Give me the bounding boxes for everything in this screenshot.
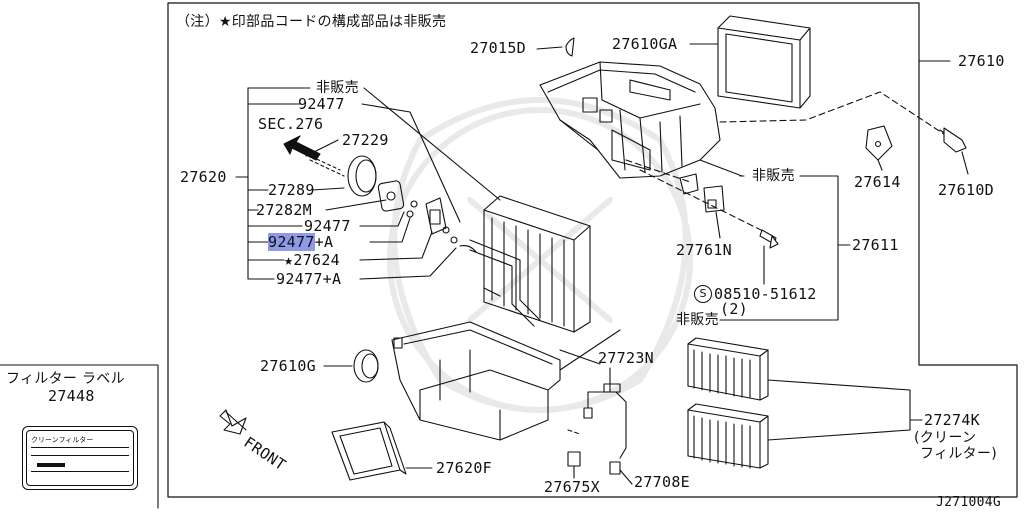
label-27620f: 27620F bbox=[436, 459, 492, 477]
label-27289: 27289 bbox=[268, 181, 315, 199]
bracket-27620 bbox=[235, 87, 311, 280]
card-rule-2 bbox=[31, 455, 129, 456]
filter-label-frame bbox=[0, 364, 159, 509]
frame-border bbox=[167, 2, 1018, 498]
label-27229: 27229 bbox=[342, 131, 389, 149]
label-92477-b: 92477 bbox=[304, 217, 351, 235]
highlight-92477[interactable]: 92477 bbox=[268, 233, 315, 251]
label-27723n: 27723N bbox=[598, 349, 654, 367]
bracket-27614 bbox=[865, 125, 893, 161]
clip-27675x bbox=[567, 451, 581, 467]
label-27610g: 27610G bbox=[260, 357, 316, 375]
note-text: （注）★印部品コードの構成部品は非販売 bbox=[176, 14, 447, 30]
leader-dashed-27610d bbox=[719, 91, 951, 139]
label-27611: 27611 bbox=[852, 236, 899, 254]
diagram-id: J271004G bbox=[936, 495, 1002, 510]
label-27708e: 27708E bbox=[634, 473, 690, 491]
label-08510-51612: 08510-51612 bbox=[714, 285, 817, 303]
label-sec276: SEC.276 bbox=[258, 115, 324, 133]
frame-27620f bbox=[331, 421, 407, 481]
clip-27015d bbox=[565, 37, 575, 57]
label-not-for-sale-1: 非販売 bbox=[316, 80, 359, 96]
label-27610: 27610 bbox=[958, 52, 1005, 70]
screw-08510 bbox=[759, 229, 779, 249]
expansion-parts bbox=[347, 155, 458, 244]
bolt-s-symbol: S bbox=[694, 285, 712, 303]
bolt-27610d bbox=[939, 127, 967, 153]
plug-27610g bbox=[353, 349, 379, 383]
label-27624: ★27624 bbox=[284, 251, 340, 269]
filter-27274k-lower bbox=[687, 403, 769, 469]
label-92477-a: 92477 bbox=[298, 95, 345, 113]
filter-label-part-number: 27448 bbox=[48, 387, 95, 405]
label-92477a-highlighted[interactable]: 92477+A bbox=[268, 233, 334, 251]
label-bolt-qty: (2) bbox=[720, 300, 748, 318]
label-27274k: 27274K bbox=[924, 411, 980, 429]
label-not-for-sale-2: 非販売 bbox=[752, 168, 795, 184]
label-27015d: 27015D bbox=[470, 39, 526, 57]
upper-case bbox=[539, 61, 721, 179]
filter-label-card: クリーンフィルター bbox=[22, 426, 138, 490]
card-rule-3 bbox=[31, 471, 129, 472]
label-27274k-note2: フィルター) bbox=[920, 446, 997, 462]
card-rule-1 bbox=[31, 447, 129, 448]
lower-case bbox=[391, 321, 561, 441]
label-27614: 27614 bbox=[854, 173, 901, 191]
front-arrow bbox=[219, 409, 247, 435]
label-not-for-sale-3: 非販売 bbox=[676, 312, 719, 328]
frame-27610ga bbox=[717, 15, 811, 109]
sensor-27723n bbox=[583, 367, 627, 459]
watermark bbox=[387, 97, 693, 413]
label-27761n: 27761N bbox=[676, 241, 732, 259]
filter-label-title: フィルター ラベル bbox=[6, 371, 125, 387]
sec276-arrow bbox=[283, 135, 321, 161]
label-27610d: 27610D bbox=[938, 181, 994, 199]
label-92477a: 92477+A bbox=[276, 270, 342, 288]
label-92477a-suffix: +A bbox=[314, 233, 334, 251]
label-27282m: 27282M bbox=[256, 201, 312, 219]
part-27708e bbox=[609, 461, 621, 475]
label-27274k-note1: (クリーン bbox=[914, 430, 977, 446]
card-mark bbox=[37, 463, 65, 467]
evaporator-core bbox=[459, 195, 591, 333]
filter-27274k-upper bbox=[687, 337, 769, 401]
filter-label-card-text: クリーンフィルター bbox=[31, 436, 94, 444]
resistor-27761n bbox=[679, 173, 725, 213]
label-27620: 27620 bbox=[180, 168, 227, 186]
label-27675x: 27675X bbox=[544, 478, 600, 496]
label-27610ga: 27610GA bbox=[612, 35, 678, 53]
